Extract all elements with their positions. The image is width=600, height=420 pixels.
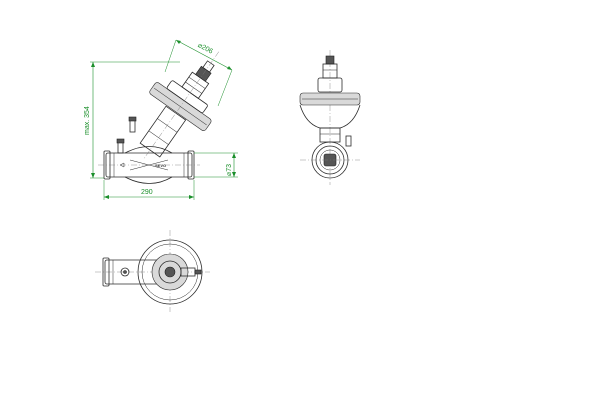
- height-dimension: max. 354: [84, 61, 180, 179]
- pipe-diameter-dimension: ⌀73: [194, 152, 238, 178]
- top-view: [95, 230, 210, 312]
- flange-diameter-label: ⌀206: [196, 42, 213, 56]
- front-view: SEVO: [84, 39, 238, 200]
- height-dimension-label: max. 354: [84, 106, 91, 135]
- valve-brand-label: SEVO: [155, 163, 166, 168]
- pipe-diameter-label: ⌀73: [226, 164, 233, 176]
- actuator-head: [139, 51, 219, 159]
- width-dimension: 290: [103, 180, 195, 200]
- test-point: [116, 116, 137, 154]
- side-view: [299, 50, 361, 185]
- width-dimension-label: 290: [141, 189, 153, 196]
